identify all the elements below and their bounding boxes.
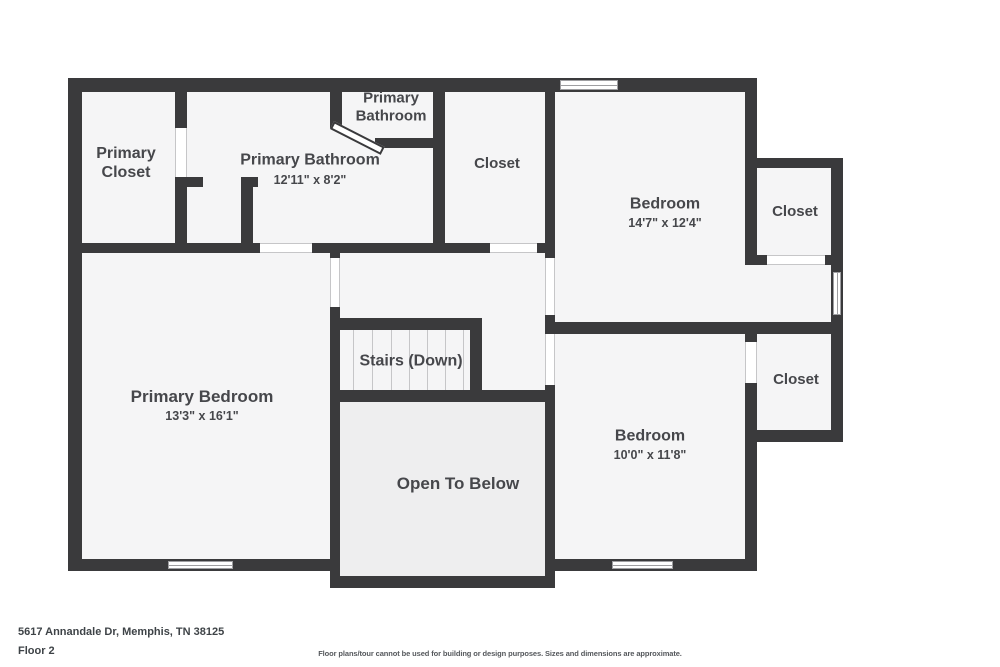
wall [745, 430, 843, 442]
window [560, 80, 618, 90]
door-opening [545, 334, 555, 385]
room-label-open-to-below: Open To Below [396, 473, 520, 493]
wall [241, 177, 253, 253]
floor-label: Floor 2 [18, 645, 55, 657]
window [168, 561, 233, 569]
wall [175, 177, 187, 253]
address-text: 5617 Annandale Dr, Memphis, TN 38125 [18, 626, 225, 638]
wall [330, 390, 555, 402]
room-label-primary-bedroom: Primary Bedroom [130, 386, 274, 406]
wall [470, 318, 482, 402]
stair-tread [372, 330, 373, 390]
wall [241, 177, 258, 187]
room-dims-primary-bathroom: 12'11" x 8'2" [273, 173, 347, 187]
wall [330, 307, 340, 588]
wall [433, 92, 445, 253]
wall [545, 78, 555, 258]
stair-tread [445, 330, 446, 390]
room-label-stairs: Stairs (Down) [359, 352, 463, 370]
wall [545, 322, 843, 334]
wall [375, 138, 437, 148]
wall [745, 78, 757, 265]
room-label-closet-top-middle: Closet [474, 155, 520, 173]
wall [175, 177, 203, 187]
stair-tread [463, 330, 464, 390]
wall [545, 385, 555, 588]
door-opening [545, 258, 555, 315]
room-dims-bedroom-top-right: 14'7" x 12'4" [628, 216, 702, 230]
door-opening [767, 255, 825, 265]
disclaimer-text: Floor plans/tour cannot be used for buil… [318, 649, 682, 658]
room-dims-primary-bedroom: 13'3" x 16'1" [165, 409, 239, 423]
wall [745, 334, 757, 571]
stair-tread [427, 330, 428, 390]
door-opening [330, 258, 340, 307]
door-opening [745, 342, 757, 383]
window [833, 272, 841, 315]
wall [330, 576, 555, 588]
wall [545, 315, 555, 334]
room-label-primary-bathroom-small: Primary Bathroom [355, 89, 427, 124]
stair-tread [391, 330, 392, 390]
door-opening [490, 243, 537, 253]
room-label-primary-bathroom: Primary Bathroom [240, 151, 380, 169]
stair-tread [409, 330, 410, 390]
wall [68, 78, 82, 571]
room-label-bedroom-bottom-right: Bedroom [614, 427, 686, 445]
open-to-below-area [340, 402, 545, 576]
wall [745, 158, 843, 168]
wall [330, 243, 340, 258]
room-label-primary-closet: Primary Closet [96, 145, 156, 181]
stair-tread [353, 330, 354, 390]
window [612, 561, 673, 569]
room-label-closet-top-right: Closet [772, 203, 818, 221]
room-label-closet-bottom-right: Closet [773, 371, 819, 389]
room-dims-bedroom-bottom-right: 10'0" x 11'8" [613, 448, 687, 462]
door-opening [175, 128, 187, 177]
wall [175, 92, 187, 128]
wall [330, 318, 482, 330]
floor-area [757, 158, 843, 442]
wall [330, 92, 342, 128]
door-opening [260, 243, 312, 253]
room-label-bedroom-top-right: Bedroom [629, 195, 701, 213]
